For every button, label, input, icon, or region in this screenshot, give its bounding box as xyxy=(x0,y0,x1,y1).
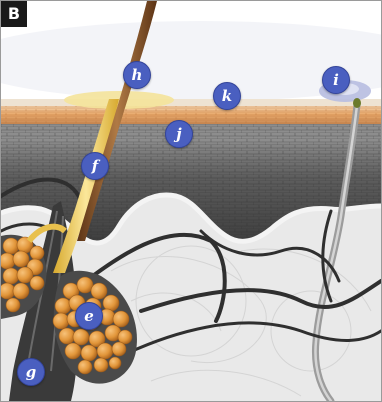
skin-surface-film xyxy=(1,99,381,106)
label-marker-f: f xyxy=(81,152,109,180)
label-marker-e: e xyxy=(75,302,103,330)
label-marker-j: j xyxy=(165,120,193,148)
label-marker-k: k xyxy=(213,82,241,110)
label-marker-i: i xyxy=(322,66,350,94)
label-marker-g: g xyxy=(17,358,45,386)
panel-label: B xyxy=(1,1,27,27)
sweat-pore xyxy=(353,98,361,108)
label-marker-h: h xyxy=(123,61,151,89)
